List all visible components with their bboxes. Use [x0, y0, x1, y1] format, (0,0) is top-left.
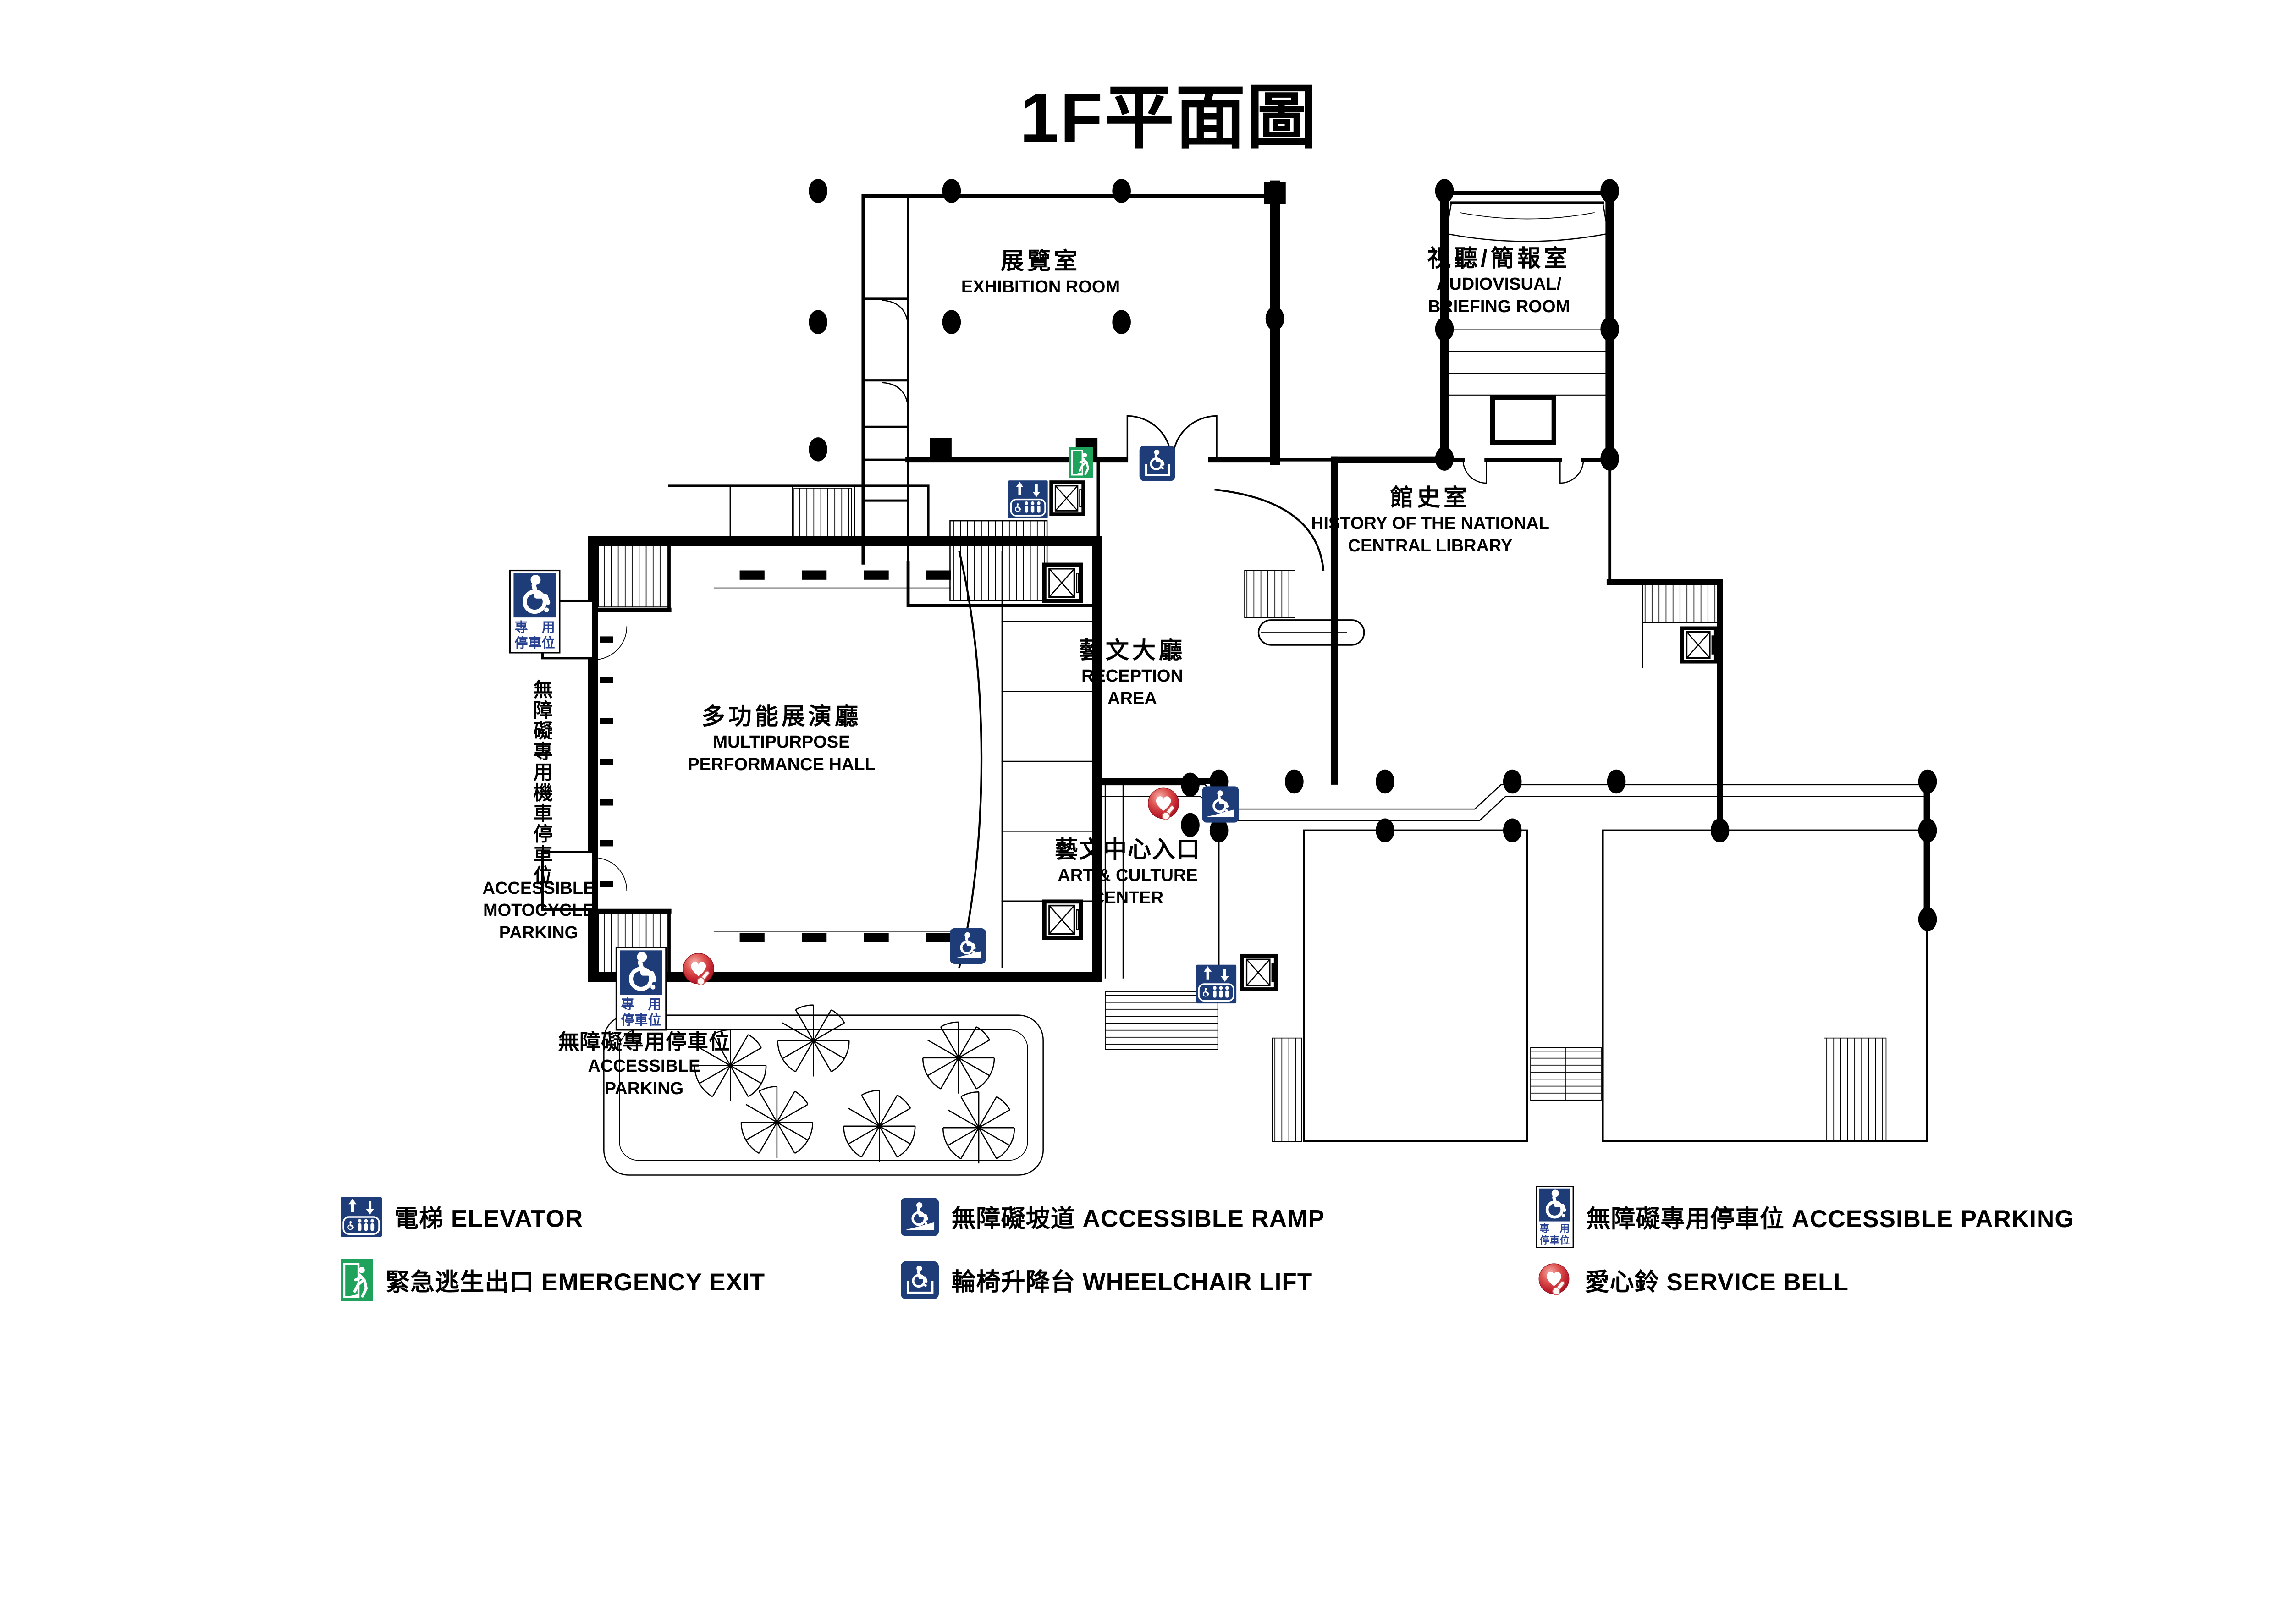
accessible-ramp-icon	[950, 928, 986, 964]
accessible-parking-sign	[616, 947, 666, 1029]
floor-plan-svg: 專 用 停車位	[0, 179, 1937, 1176]
floor-plan-page: 專 用 停車位	[0, 78, 2074, 1301]
elevator-icon	[1008, 480, 1047, 518]
service-bell-icon	[1147, 787, 1179, 822]
accessible-parking-sign	[510, 571, 560, 653]
emergency-exit-icon	[1069, 447, 1093, 478]
wheelchair-lift-icon	[1140, 446, 1175, 481]
accessible-ramp-icon	[1202, 786, 1239, 823]
seat-marks	[600, 182, 1286, 942]
elevator-icon	[1196, 965, 1236, 1004]
walls-layer	[541, 180, 1930, 1176]
trees	[694, 1004, 1015, 1164]
elevator-shafts	[1044, 482, 1716, 989]
